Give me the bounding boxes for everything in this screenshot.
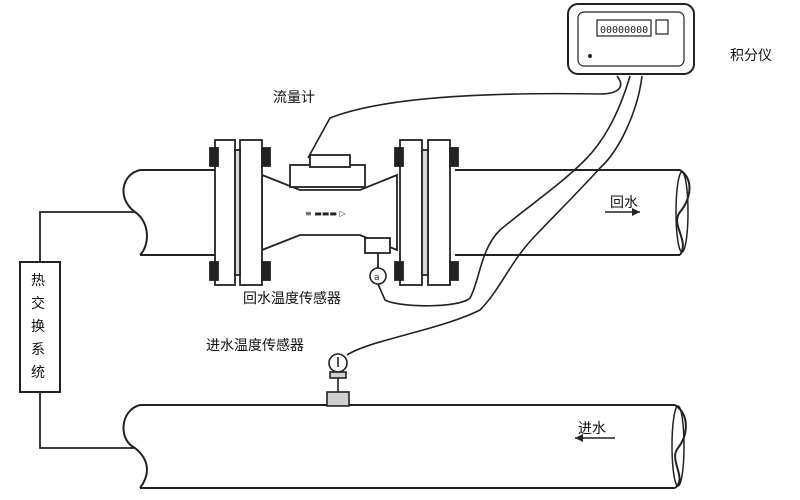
svg-text:a: a bbox=[374, 273, 380, 283]
return-temp-sensor: a bbox=[369, 267, 387, 285]
supply-water-marker: 进水 bbox=[575, 421, 615, 442]
return-water-marker: 回水 bbox=[605, 195, 640, 216]
hx-char-1: 交 bbox=[31, 295, 45, 312]
hx-char-2: 换 bbox=[31, 318, 45, 335]
heat-exchange-system: 热 交 换 系 统 bbox=[19, 261, 61, 393]
cables bbox=[307, 75, 643, 356]
return-temp-sensor-label: 回水温度传感器 bbox=[243, 290, 341, 307]
integrator-label: 积分仪 bbox=[730, 48, 772, 64]
integrator-device: 00000000 bbox=[567, 3, 695, 75]
return-water-label: 回水 bbox=[610, 195, 638, 211]
flowmeter-body: ≡ ▬▬▬ ▷ bbox=[261, 154, 398, 268]
flowmeter-label: 流量计 bbox=[273, 90, 315, 106]
supply-pipe bbox=[122, 404, 687, 489]
hx-char-0: 热 bbox=[31, 273, 45, 289]
supply-water-label: 进水 bbox=[578, 421, 606, 437]
supply-temp-sensor bbox=[326, 353, 350, 407]
hx-char-3: 系 bbox=[31, 342, 45, 358]
heat-exchange-connection bbox=[39, 211, 135, 449]
hx-char-4: 统 bbox=[31, 365, 45, 381]
right-flange bbox=[394, 139, 459, 286]
svg-text:≡ ▬▬▬ ▷: ≡ ▬▬▬ ▷ bbox=[305, 209, 346, 218]
supply-temp-sensor-label: 进水温度传感器 bbox=[206, 337, 304, 354]
left-flange bbox=[209, 139, 271, 286]
integrator-display: 00000000 bbox=[600, 25, 648, 36]
